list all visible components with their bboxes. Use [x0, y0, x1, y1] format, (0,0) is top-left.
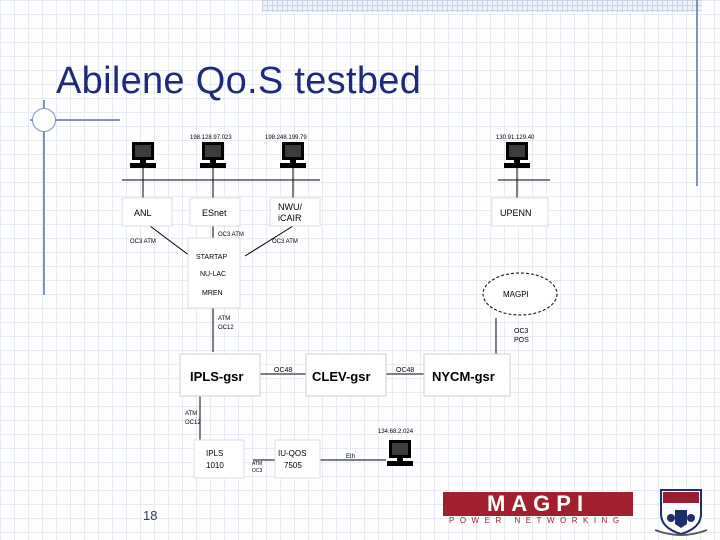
clev-router-box — [305, 353, 387, 397]
anl-site-box — [121, 197, 173, 227]
anl-label: ANL — [134, 208, 152, 218]
connection-lines — [122, 168, 550, 461]
iuqos-label-line2: 7505 — [284, 461, 302, 470]
nwu-site-box — [269, 197, 321, 227]
nu-lac-label: NU-LAC — [200, 271, 226, 278]
magpi-logo: MAGPI POWER NETWORKING — [443, 492, 633, 526]
iu-host-ip: 134.68.2.024 — [378, 429, 414, 435]
network-diagram: 198.128.97.023 198.248.199.79 130.91.129… — [121, 135, 558, 479]
link-ipls-1010-label-line1: ATM — [185, 411, 197, 417]
esnet-host-ip: 198.128.97.023 — [190, 135, 232, 141]
nycm-router-box — [423, 353, 511, 397]
link-mren-ipls-label-line1: ATM — [218, 316, 230, 322]
esnet-site-box — [189, 197, 241, 227]
link-esnet-startap-label: OC3 ATM — [218, 232, 244, 238]
ipls-router-box — [179, 353, 261, 397]
penn-shield-logo — [654, 489, 708, 536]
slide-title: Abilene Qo.S testbed — [56, 60, 422, 102]
link-iu-eth-label: Eth — [346, 454, 355, 460]
nwu-computer-icon — [280, 142, 306, 168]
clev-router-label: CLEV-gsr — [312, 369, 371, 384]
link-anl-startap-label: OC3 ATM — [130, 239, 156, 245]
upenn-site-box — [491, 197, 549, 227]
title-underline — [30, 119, 120, 121]
header-pattern — [262, 0, 702, 12]
upenn-computer-icon — [504, 142, 530, 168]
link-atm-oc3-label-line2: OC3 — [252, 468, 263, 474]
mren-label: MREN — [202, 290, 223, 297]
ipls1010-box — [193, 439, 245, 479]
ipls1010-label-line1: IPLS — [206, 449, 223, 458]
link-mren-ipls-label-line2: OC12 — [218, 325, 234, 331]
decorative-circle — [32, 108, 56, 132]
link-clev-nycm-label: OC48 — [396, 367, 414, 374]
upenn-host-ip: 130.91.129.40 — [496, 135, 535, 141]
esnet-label: ESnet — [202, 208, 227, 218]
left-vertical-rule — [43, 100, 45, 295]
ipls-router-label: IPLS-gsr — [190, 369, 243, 384]
upenn-label: UPENN — [500, 208, 532, 218]
link-ipls-1010-label-line2: OC12 — [185, 420, 201, 426]
startap-group-box — [187, 237, 241, 309]
iu-computer-icon — [387, 440, 413, 466]
esnet-computer-icon — [200, 142, 226, 168]
link-atm-oc3-label-line1: ATM — [252, 461, 262, 467]
iuqos-box — [274, 439, 321, 479]
nwu-label-line2: iCAIR — [278, 213, 302, 223]
link-nwu-startap-label: OC3 ATM — [272, 239, 298, 245]
nwu-label-line1: NWU/ — [278, 202, 302, 212]
right-vertical-rule — [696, 0, 698, 186]
iuqos-label-line1: IU-QOS — [278, 449, 306, 458]
link-ipls-clev-label: OC48 — [274, 367, 292, 374]
link-magpi-nycm-label-line1: OC3 — [514, 328, 529, 335]
nycm-router-label: NYCM-gsr — [432, 369, 495, 384]
magpi-cloud — [482, 272, 558, 316]
startap-label: STARTAP — [196, 254, 227, 261]
link-magpi-nycm-label-line2: POS — [514, 337, 529, 344]
ipls1010-label-line2: 1010 — [206, 461, 224, 470]
nwu-host-ip: 198.248.199.79 — [265, 135, 307, 141]
anl-computer-icon — [130, 142, 156, 168]
slide-page-number: 18 — [143, 508, 158, 523]
magpi-label: MAGPI — [503, 290, 529, 299]
